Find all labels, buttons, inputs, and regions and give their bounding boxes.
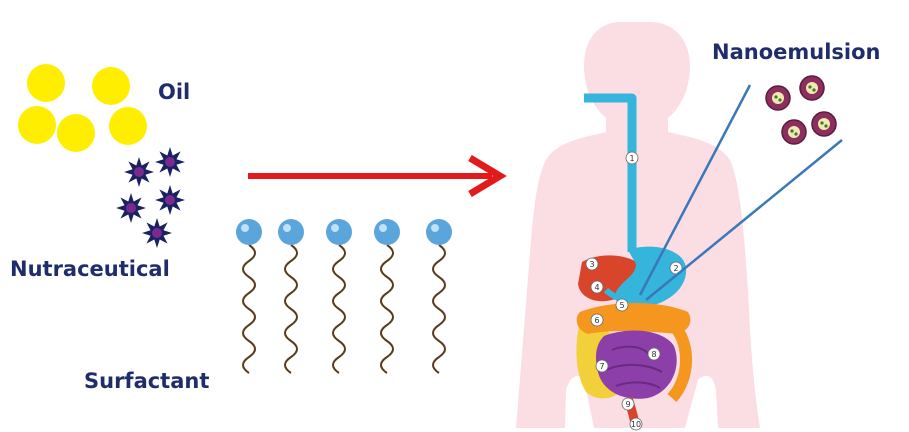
organ-number: 3 xyxy=(586,258,598,270)
surfactant-molecule xyxy=(374,219,400,373)
oil-droplet xyxy=(92,67,130,105)
nutraceutical-molecules xyxy=(116,147,185,248)
organ-number: 8 xyxy=(648,348,660,360)
nanoemulsion-particle xyxy=(812,112,836,136)
svg-text:9: 9 xyxy=(625,400,630,409)
surfactant-molecule xyxy=(278,219,304,373)
organ-number: 4 xyxy=(591,281,603,293)
surfactant-molecule xyxy=(236,219,262,373)
nanoemulsion-particle xyxy=(766,86,790,110)
surfactant-label: Surfactant xyxy=(84,369,209,393)
nanoemulsion-particles xyxy=(766,76,836,144)
process-arrow xyxy=(248,158,500,194)
nanoemulsion-label: Nanoemulsion xyxy=(712,40,880,64)
oil-droplet xyxy=(27,64,65,102)
oil-label: Oil xyxy=(158,80,190,104)
svg-text:8: 8 xyxy=(651,350,656,359)
nutraceutical-star xyxy=(155,147,185,177)
nutraceutical-star xyxy=(124,157,154,187)
nutraceutical-star xyxy=(116,193,146,223)
organ-number: 6 xyxy=(591,314,603,326)
svg-text:4: 4 xyxy=(594,283,599,292)
surfactant-molecule xyxy=(326,219,352,373)
nutraceutical-label: Nutraceutical xyxy=(10,257,170,281)
oil-droplet xyxy=(57,114,95,152)
oil-droplets xyxy=(18,64,147,152)
organ-number: 1 xyxy=(626,152,638,164)
nanoemulsion-particle xyxy=(800,76,824,100)
surfactant-molecule xyxy=(426,219,452,373)
surfactant-molecules xyxy=(236,219,452,373)
nutraceutical-star xyxy=(155,185,185,215)
svg-text:3: 3 xyxy=(589,260,594,269)
oil-droplet xyxy=(18,106,56,144)
svg-text:1: 1 xyxy=(629,154,634,163)
organ-number: 7 xyxy=(596,360,608,372)
svg-text:6: 6 xyxy=(594,316,599,325)
nanoemulsion-particle xyxy=(782,120,806,144)
svg-text:5: 5 xyxy=(619,301,624,310)
organ-number: 5 xyxy=(616,299,628,311)
svg-text:7: 7 xyxy=(599,362,604,371)
svg-text:10: 10 xyxy=(631,420,641,429)
oil-droplet xyxy=(109,107,147,145)
svg-text:2: 2 xyxy=(673,264,678,273)
organ-number: 10 xyxy=(630,418,642,430)
nutraceutical-star xyxy=(142,218,172,248)
organ-number: 9 xyxy=(622,398,634,410)
